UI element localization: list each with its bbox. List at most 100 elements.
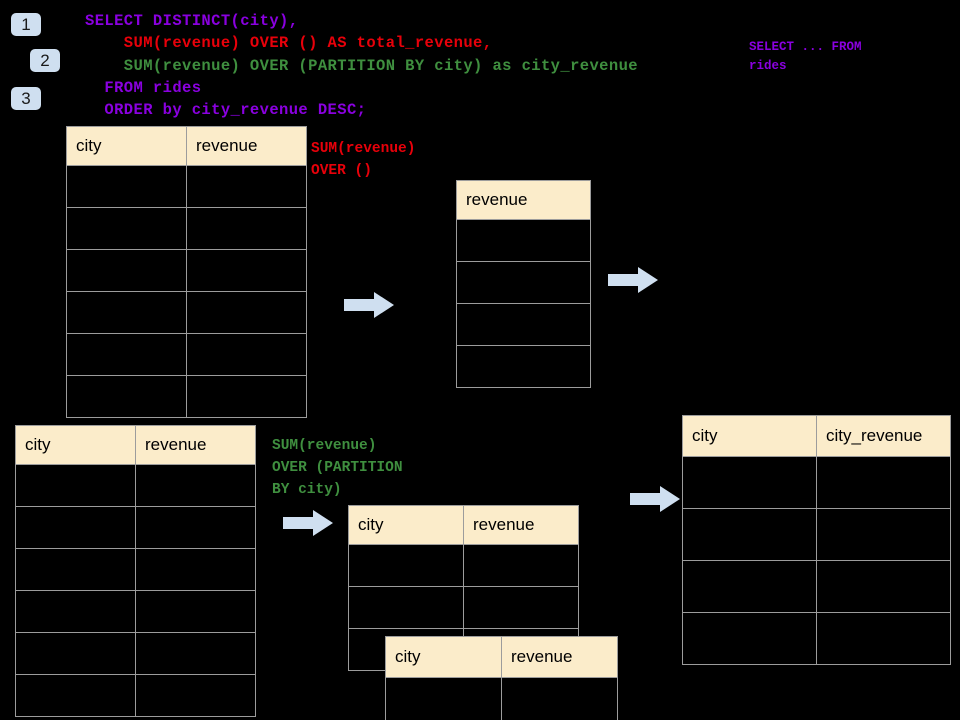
table-cell <box>186 165 307 208</box>
table-cell <box>15 590 136 633</box>
table-row <box>456 261 591 304</box>
table-cell <box>348 586 464 629</box>
column-header-revenue: revenue <box>135 425 256 465</box>
column-header-city: city <box>15 425 136 465</box>
step-badge-2: 2 <box>30 49 60 72</box>
table-cell <box>463 544 579 587</box>
table-cell <box>816 456 951 509</box>
table-cell <box>66 207 187 250</box>
table-row <box>385 677 618 720</box>
table-header-row: city revenue <box>15 425 256 465</box>
table-row <box>15 464 256 507</box>
table-cell <box>348 544 464 587</box>
table-cell <box>816 508 951 561</box>
table-header-row: revenue <box>456 180 591 220</box>
table-cell <box>15 506 136 549</box>
table-row <box>456 303 591 346</box>
table-row <box>456 219 591 262</box>
table-body <box>456 219 591 388</box>
table-row <box>66 375 307 418</box>
step-badge-1: 1 <box>11 13 41 36</box>
table-cell <box>186 333 307 376</box>
sql-line-order-by: ORDER by city_revenue DESC; <box>85 101 367 119</box>
table-row <box>66 291 307 334</box>
table-cell <box>463 586 579 629</box>
annotation-over-partition: SUM(revenue) OVER (PARTITION BY city) <box>272 438 403 498</box>
table-cell <box>186 375 307 418</box>
table-cell <box>66 291 187 334</box>
table-row <box>348 586 579 629</box>
column-header-revenue: revenue <box>501 636 618 678</box>
table-partition-front: city revenue <box>385 636 618 720</box>
table-row <box>15 590 256 633</box>
table-cell <box>135 590 256 633</box>
table-row <box>66 333 307 376</box>
table-row <box>348 544 579 587</box>
table-cell <box>682 560 817 613</box>
sql-line-select: SELECT DISTINCT(city), <box>85 12 299 30</box>
column-header-city: city <box>682 415 817 457</box>
table-source-bottom: city revenue <box>15 425 256 717</box>
table-cell <box>66 249 187 292</box>
sql-line-city-revenue: SUM(revenue) OVER (PARTITION BY city) as… <box>85 57 638 75</box>
table-row <box>15 506 256 549</box>
column-header-revenue: revenue <box>463 505 579 545</box>
table-cell <box>135 548 256 591</box>
table-cell <box>385 677 502 720</box>
table-cell <box>135 464 256 507</box>
table-row <box>15 674 256 717</box>
table-header-row: city revenue <box>348 505 579 545</box>
table-result: city city_revenue <box>682 415 951 665</box>
table-row <box>15 632 256 675</box>
table-total-revenue: revenue <box>456 180 591 388</box>
table-cell <box>682 508 817 561</box>
table-cell <box>456 219 591 262</box>
table-body <box>66 165 307 418</box>
table-cell <box>501 677 618 720</box>
table-cell <box>135 632 256 675</box>
table-cell <box>456 345 591 388</box>
table-cell <box>816 560 951 613</box>
table-header-row: city revenue <box>66 126 307 166</box>
table-header-row: city city_revenue <box>682 415 951 457</box>
table-cell <box>682 456 817 509</box>
table-cell <box>15 464 136 507</box>
table-cell <box>816 612 951 665</box>
column-header-revenue: revenue <box>456 180 591 220</box>
sql-line-from: FROM rides <box>85 79 202 97</box>
table-cell <box>186 207 307 250</box>
arrow-right-icon-4 <box>630 486 680 512</box>
annotation-over-empty: SUM(revenue) OVER () <box>311 141 416 179</box>
arrow-right-icon-3 <box>283 510 333 536</box>
table-cell <box>186 249 307 292</box>
table-row <box>66 165 307 208</box>
side-note-rides: rides <box>749 59 787 73</box>
column-header-revenue: revenue <box>186 126 307 166</box>
table-cell <box>66 333 187 376</box>
table-body <box>682 456 951 665</box>
table-body <box>15 464 256 717</box>
table-cell <box>15 632 136 675</box>
table-row <box>456 345 591 388</box>
table-row <box>682 612 951 665</box>
arrow-right-icon-2 <box>608 267 658 293</box>
table-cell <box>15 548 136 591</box>
table-cell <box>682 612 817 665</box>
table-row <box>15 548 256 591</box>
table-cell <box>135 674 256 717</box>
step-badge-3: 3 <box>11 87 41 110</box>
table-source-top: city revenue <box>66 126 307 418</box>
table-row <box>682 508 951 561</box>
table-cell <box>66 375 187 418</box>
side-note-select-from: SELECT ... FROM <box>749 40 862 54</box>
column-header-city: city <box>66 126 187 166</box>
table-row <box>682 456 951 509</box>
column-header-city: city <box>348 505 464 545</box>
table-cell <box>186 291 307 334</box>
table-cell <box>66 165 187 208</box>
table-row <box>66 207 307 250</box>
table-cell <box>15 674 136 717</box>
column-header-city-revenue: city_revenue <box>816 415 951 457</box>
column-header-city: city <box>385 636 502 678</box>
